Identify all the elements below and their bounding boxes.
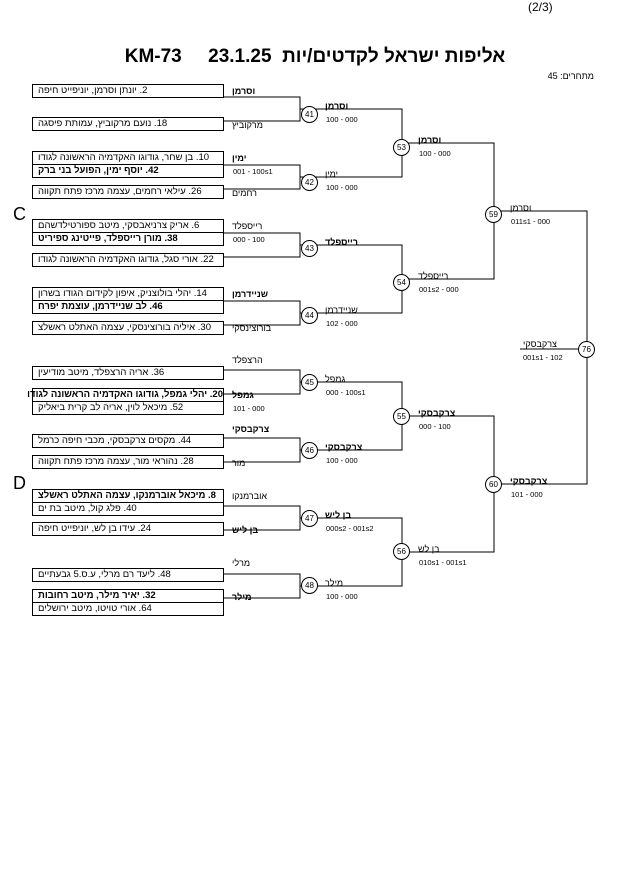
match-node-41: 41 — [301, 106, 318, 123]
bracket-line-44 — [224, 300, 301, 326]
match-59-winner: וסרמן — [510, 203, 532, 213]
match-59-score: 011s1 - 000 — [511, 217, 551, 226]
match-76-winner: צרקבסקי — [523, 339, 557, 349]
match-47-score: 000s2 - 001s2 — [326, 524, 374, 533]
match-48-score: 100 - 000 — [326, 592, 358, 601]
match-41-score: 100 - 000 — [326, 115, 358, 124]
match-55-score: 000 - 100 — [419, 422, 451, 431]
entry-10: 46. לב שניידרמן, עוצמת יפרח — [32, 300, 224, 314]
pair-score: 101 - 000 — [233, 404, 265, 413]
entry-18: 40. פלג קול, מיטב בת ים — [32, 502, 224, 516]
match-54-score: 001s2 - 000 — [419, 285, 459, 294]
match-44-winner: שניידרמן — [325, 305, 358, 315]
match-42-winner: ימין — [325, 169, 339, 179]
pair-label: מרלי — [232, 558, 251, 568]
match-node-43: 43 — [301, 240, 318, 257]
match-node-55: 55 — [393, 408, 410, 425]
match-46-score: 100 - 000 — [326, 456, 358, 465]
match-node-44: 44 — [301, 307, 318, 324]
match-node-42: 42 — [301, 174, 318, 191]
entry-14: 52. מיכאל לוין, אריה לב קרית ביאליק — [32, 401, 224, 415]
entry-9: 14. יהלי בולוצניק, איפון לקידום הגודו בש… — [32, 287, 224, 301]
match-45-winner: גמפל — [325, 374, 346, 384]
entry-5: 26. עילאי רחמים, עצמה מרכז פתח תקווה — [32, 185, 224, 199]
match-node-60: 60 — [485, 476, 502, 493]
entry-22: 64. אורי טויטו, מיטב ירושלים — [32, 602, 224, 616]
entry-8: 22. אורי סגל, גודוגו האקדמיה הראשונה לגו… — [32, 253, 224, 267]
match-node-47: 47 — [301, 510, 318, 527]
match-node-53: 53 — [393, 139, 410, 156]
entry-15: 44. מקסים צרקבסקי, מכבי חיפה כרמל — [32, 434, 224, 448]
pair-label: בורוצינסקי — [232, 323, 272, 333]
entry-2: 18. נועם מרקוביץ, עמותת פיסגה — [32, 117, 224, 131]
pair-label: רייספלד — [232, 221, 263, 231]
match-56-score: 010s1 - 001s1 — [419, 558, 467, 567]
side-label-d: D — [13, 473, 26, 493]
entry-17: 8. מיכאל אוברמנקו, עצמה האתלט ראשלצ — [32, 489, 224, 503]
match-53-winner: וסרמן — [418, 135, 442, 145]
match-node-45: 45 — [301, 374, 318, 391]
match-node-54: 54 — [393, 274, 410, 291]
page-title: KM-73 23.1.25 אליפות ישראל לקדטים/יות — [124, 46, 506, 67]
match-node-46: 46 — [301, 442, 318, 459]
entry-13: 20. יהלי גמפל, גודוגו האקדמיה הראשונה לג… — [27, 388, 224, 402]
entry-21: 32. יאיר מילר, מיטב רחובות — [32, 589, 224, 603]
match-54-winner: רייספלד — [418, 271, 449, 281]
entry-3: 10. בן שחר, גודוגו האקדמיה הראשונה לגודו — [32, 151, 224, 165]
match-node-48: 48 — [301, 577, 318, 594]
entry-19: 24. עידו בן לש, יוניפייט חיפה — [32, 522, 224, 536]
match-44-score: 102 - 000 — [326, 319, 358, 328]
bracket-line-41 — [224, 96, 301, 122]
page-number: (2/3) — [528, 0, 553, 14]
pair-label: שניידרמן — [232, 289, 268, 299]
pair-label: מילר — [232, 592, 252, 602]
entry-12: 36. אריה הרצפלד, מיטב מודיעין — [32, 366, 224, 380]
match-42-score: 100 - 000 — [326, 183, 358, 192]
pair-label: מור — [232, 458, 246, 468]
pair-score: 000 - 100 — [233, 235, 265, 244]
pair-label: צרקבסקי — [232, 424, 270, 434]
match-56-winner: בן לש — [418, 544, 440, 554]
pair-label: הרצפלד — [232, 355, 263, 365]
match-43-winner: רייספלד — [325, 237, 358, 247]
pair-label: בן ליש — [232, 525, 259, 535]
match-60-score: 101 - 000 — [511, 490, 543, 499]
match-41-winner: וסרמן — [325, 101, 349, 111]
match-60-winner: צרקבסקי — [510, 476, 548, 486]
entry-6: 6. אריק צרניאבסקי, מיטב ספורטילדשהם — [32, 219, 224, 233]
match-76-score: 001s1 - 102 — [523, 353, 563, 362]
pair-label: מרקוביץ — [232, 120, 263, 130]
pair-label: אוברמנקו — [232, 491, 268, 501]
match-45-score: 000 - 100s1 — [326, 388, 366, 397]
entry-7: 38. מורן רייספלד, פייטינג ספיריט — [32, 232, 224, 246]
match-node-56: 56 — [393, 543, 410, 560]
match-53-score: 100 - 000 — [419, 149, 451, 158]
entry-4: 42. יוסף ימין, הפועל בני ברק — [32, 164, 224, 178]
pair-score: 001 - 100s1 — [233, 167, 273, 176]
pair-label: ימין — [232, 153, 247, 163]
match-47-winner: בן ליש — [325, 510, 352, 520]
side-label-c: C — [13, 204, 26, 224]
entry-16: 28. נהוראי מור, עצמה מרכז פתח תקווה — [32, 455, 224, 469]
participants-count: מתחרים: 45 — [547, 71, 594, 81]
match-48-winner: מילר — [325, 578, 344, 588]
pair-label: רחמים — [232, 188, 257, 198]
entry-1: 2. יונתן וסרמן, יוניפייט חיפה — [32, 84, 224, 98]
match-node-59: 59 — [485, 206, 502, 223]
match-node-76: 76 — [578, 341, 595, 358]
pair-label: וסרמן — [232, 86, 256, 96]
entry-11: 30. איליה בורוצינסקי, עצמה האתלט ראשלצ — [32, 321, 224, 335]
pair-label: גמפל — [232, 390, 254, 400]
match-46-winner: צרקבסקי — [325, 442, 363, 452]
entry-20: 48. ליעד רם מרלי, ע.ס.5 גבעתיים — [32, 568, 224, 582]
match-55-winner: צרקבסקי — [418, 408, 456, 418]
